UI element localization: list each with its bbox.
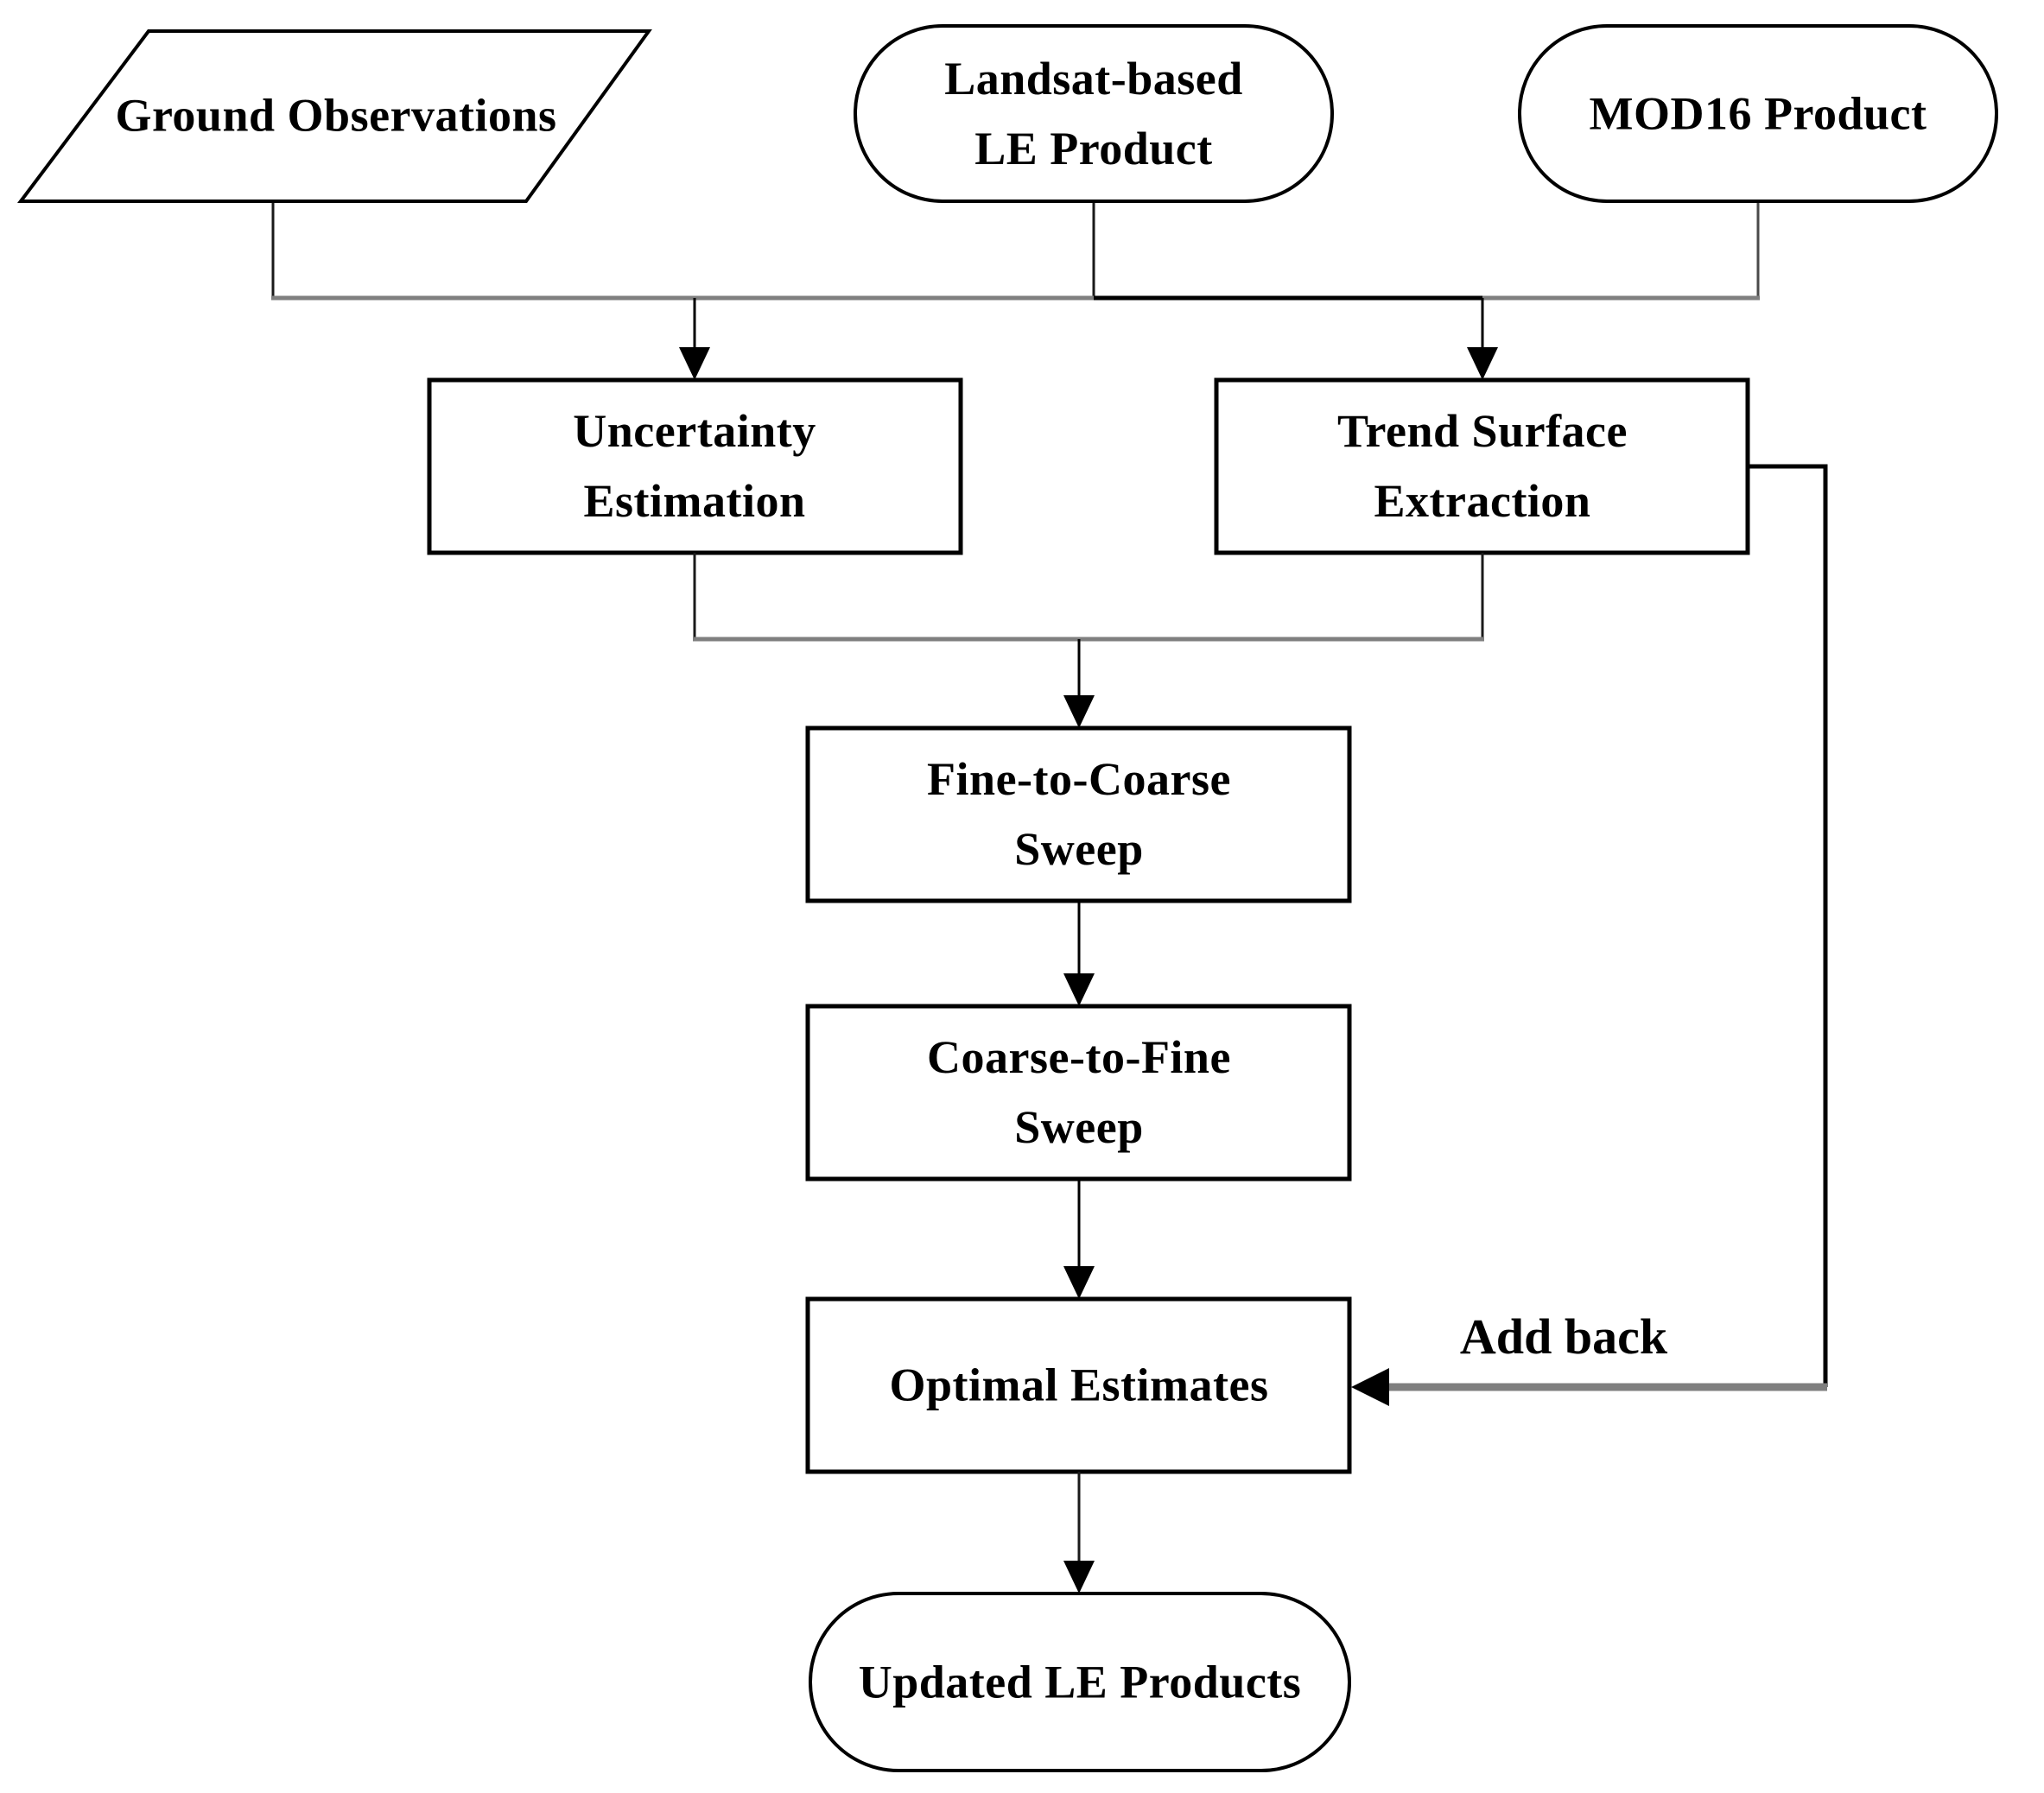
fine-to-coarse-sweep-label: Fine-to-Coarse Sweep bbox=[927, 753, 1231, 875]
mod16-product-shape bbox=[1518, 24, 1998, 203]
updated-le-products-shape bbox=[809, 1592, 1351, 1772]
trend-surface-extraction-label: Trend Surface Extraction bbox=[1337, 405, 1628, 527]
ground-observations-label: Ground Observations bbox=[115, 89, 557, 142]
landsat-le-product-label: Landsat-based LE Product bbox=[944, 53, 1243, 174]
arrowhead-coarse bbox=[1063, 973, 1095, 1006]
landsat-le-product-shape bbox=[854, 24, 1334, 203]
mod16-product-label: MOD16 Product bbox=[1589, 87, 1927, 140]
arrowhead-optimal bbox=[1063, 1266, 1095, 1299]
uncertainty-estimation-label: Uncertainty Estimation bbox=[573, 405, 816, 527]
arrowhead-uncertainty bbox=[679, 347, 710, 380]
optimal-estimates-shape bbox=[805, 1296, 1352, 1474]
arrowhead-trend bbox=[1467, 347, 1498, 380]
arrowhead-updated bbox=[1063, 1561, 1095, 1593]
uncertainty-estimation-shape bbox=[427, 377, 963, 555]
arrowhead-fine bbox=[1063, 695, 1095, 728]
fine-to-coarse-sweep-shape bbox=[805, 725, 1352, 903]
coarse-to-fine-sweep-label: Coarse-to-Fine Sweep bbox=[927, 1031, 1231, 1153]
optimal-estimates-label: Optimal Estimates bbox=[889, 1359, 1269, 1411]
arrowhead-add-back bbox=[1351, 1368, 1389, 1406]
ground-observations-shape bbox=[16, 29, 652, 203]
add-back-label: Add back bbox=[1459, 1308, 1668, 1365]
feedback-line-top bbox=[1749, 464, 1828, 1387]
updated-le-products-label: Updated LE Products bbox=[858, 1656, 1302, 1708]
